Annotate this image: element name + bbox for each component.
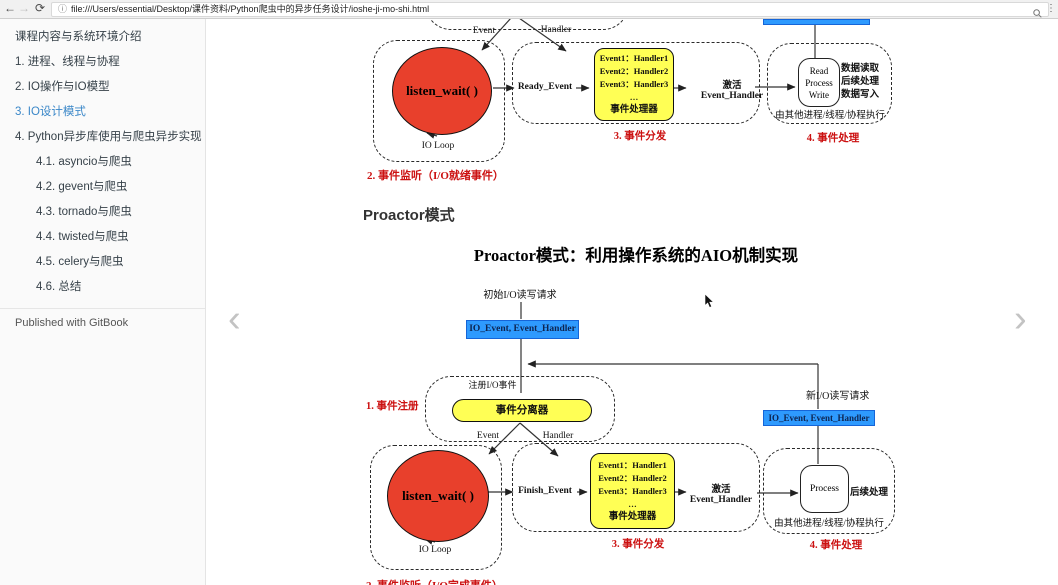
browser-toolbar: ← → ⟳ ⓘ file:///Users/essential/Desktop/… — [0, 0, 1058, 19]
prev-chevron-icon[interactable]: ‹ — [228, 298, 241, 340]
proactor-finish-event-label: Finish_Event — [518, 486, 572, 496]
sidebar-item-3-active[interactable]: 3. IO设计模式 — [15, 106, 86, 118]
reactor-activate-label: 激活 Event_Handler — [700, 81, 764, 101]
proactor-register-box — [425, 376, 615, 442]
reactor-step3-label: 3. 事件分发 — [613, 131, 667, 142]
sidebar-item-4-3[interactable]: 4.3. tornado与爬虫 — [36, 206, 132, 218]
url-text[interactable]: file:///Users/essential/Desktop/课件资料/Pyt… — [71, 4, 430, 14]
sidebar-item-4-1[interactable]: 4.1. asyncio与爬虫 — [36, 156, 132, 168]
proactor-listen-wait-circle: listen_wait( ) — [387, 450, 489, 542]
reactor-rpw-desc: 数据读取 后续处理 数据写入 — [841, 64, 880, 100]
proactor-step3-label: 3. 事件分发 — [611, 539, 665, 550]
sidebar-item-4-5[interactable]: 4.5. celery与爬虫 — [36, 256, 124, 268]
proactor-exec-note: 由其他进程/线程/协程执行 — [774, 519, 884, 529]
sidebar: 课程内容与系统环境介绍 1. 进程、线程与协程 2. IO操作与IO模型 3. … — [0, 18, 206, 585]
sidebar-item-intro[interactable]: 课程内容与系统环境介绍 — [15, 31, 142, 43]
proactor-handler-label: Handler — [542, 431, 574, 441]
proactor-step4-label: 4. 事件处理 — [809, 540, 863, 551]
reactor-ioloop-label: IO Loop — [421, 141, 455, 151]
proactor-step1-label: 1. 事件注册 — [366, 401, 419, 412]
sidebar-item-4[interactable]: 4. Python异步库使用与爬虫异步实现 — [15, 131, 202, 143]
reactor-handler-label: Handler — [540, 25, 572, 35]
reload-icon[interactable]: ⟳ — [34, 1, 46, 15]
proactor-event-label: Event — [476, 431, 500, 441]
sidebar-item-4-2[interactable]: 4.2. gevent与爬虫 — [36, 181, 128, 193]
proactor-process-desc: 后续处理 — [850, 488, 889, 498]
proactor-handler-table: Event1：Handler1 Event2：Handler2 Event3：H… — [590, 453, 675, 529]
proactor-ioloop-label: IO Loop — [418, 545, 452, 555]
sidebar-item-4-4[interactable]: 4.4. twisted与爬虫 — [36, 231, 129, 243]
sidebar-divider — [0, 308, 205, 309]
reactor-register-box-cut — [425, 18, 629, 30]
proactor-ioevent-box-right: IO_Event, Event_Handler — [763, 410, 875, 426]
reactor-handle-box — [767, 43, 892, 124]
reactor-dispatch-box — [512, 42, 760, 124]
reactor-step4-label: 4. 事件处理 — [806, 133, 860, 144]
menu-dots-icon[interactable]: ⋮ — [1046, 3, 1056, 14]
section-heading: Proactor模式 — [363, 207, 455, 224]
reactor-step2-label: 2. 事件监听（I/O就绪事件） — [367, 170, 504, 182]
back-icon[interactable]: ← — [4, 1, 16, 15]
proactor-process-box: Process — [800, 465, 849, 513]
reactor-exec-note: 由其他进程/线程/协程执行 — [775, 111, 885, 121]
reactor-ready-event-label: Ready_Event — [517, 82, 573, 92]
proactor-step2-label: 2. 事件监听（I/O完成事件） — [366, 577, 503, 585]
proactor-diagram-title: Proactor模式：利用操作系统的AIO机制实现 — [473, 246, 799, 265]
proactor-ioloop-box — [370, 445, 502, 570]
reactor-ioevent-box-cut — [763, 18, 870, 25]
proactor-separator-pill: 事件分离器 — [452, 399, 592, 422]
mouse-cursor-icon — [704, 294, 715, 308]
proactor-initial-request-label: 初始I/O读写请求 — [483, 290, 557, 301]
page-content: Event Handler listen_wait( ) IO Loop Rea… — [206, 18, 1058, 585]
proactor-handle-box — [763, 448, 895, 534]
forward-icon[interactable]: → — [18, 1, 30, 15]
reactor-listen-wait-circle: listen_wait( ) — [392, 47, 492, 135]
proactor-activate-label: 激活 Event_Handler — [689, 485, 753, 505]
proactor-new-request-label: 新I/O读写请求 — [806, 391, 870, 402]
info-icon[interactable]: ⓘ — [58, 4, 68, 14]
reactor-event-label: Event — [472, 26, 496, 36]
sidebar-item-1[interactable]: 1. 进程、线程与协程 — [15, 56, 120, 68]
address-bar[interactable]: ⓘ file:///Users/essential/Desktop/课件资料/P… — [51, 2, 1049, 18]
search-icon[interactable] — [1033, 5, 1042, 23]
proactor-register-event-label: 注册I/O事件 — [468, 380, 517, 390]
next-chevron-icon[interactable]: › — [1014, 298, 1027, 340]
gitbook-link[interactable]: Published with GitBook — [15, 317, 129, 329]
sidebar-item-2[interactable]: 2. IO操作与IO模型 — [15, 81, 110, 93]
proactor-ioevent-box-top: IO_Event, Event_Handler — [466, 320, 579, 339]
reactor-ioloop-box — [373, 40, 505, 162]
proactor-dispatch-box — [512, 443, 760, 532]
reactor-handler-table: Event1：Handler1 Event2：Handler2 Event3：H… — [594, 48, 674, 121]
reactor-rpw-box: Read Process Write — [798, 58, 840, 107]
sidebar-item-4-6[interactable]: 4.6. 总结 — [36, 281, 82, 293]
